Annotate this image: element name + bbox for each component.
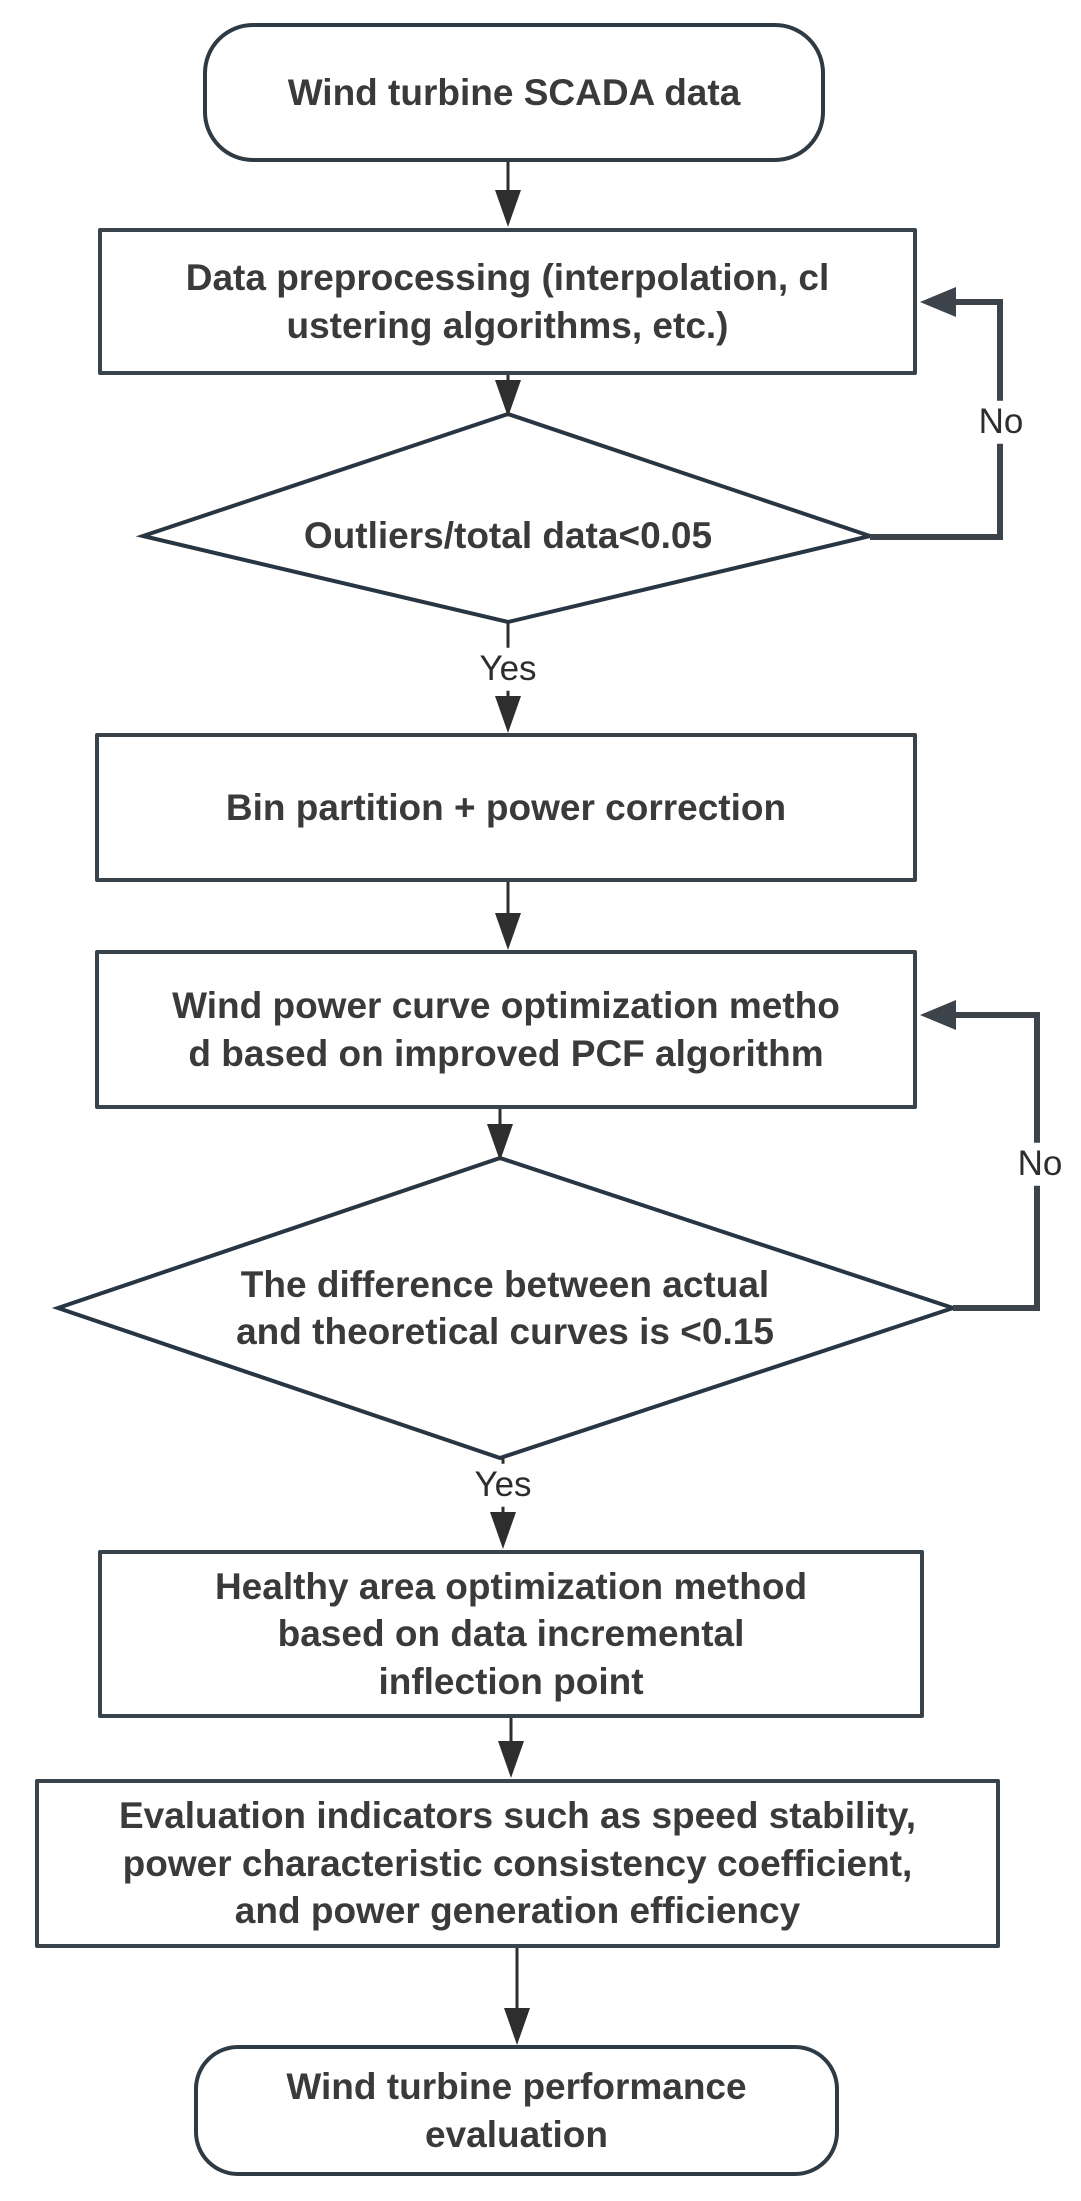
decision-curve-difference-shape [51, 1155, 960, 1461]
arrow-evaluation-to-performance [504, 1948, 530, 2045]
node-data-preprocessing-label: Data preprocessing (interpolation, cl us… [185, 257, 830, 346]
node-wind-turbine-performance-evaluation: Wind turbine performance evaluation [194, 2045, 839, 2176]
node-wind-turbine-performance-evaluation-label: Wind turbine performance evaluation [286, 2066, 747, 2155]
node-bin-partition-power-correction: Bin partition + power correction [95, 733, 917, 882]
node-healthy-area-optimization: Healthy area optimization method based o… [98, 1550, 924, 1718]
node-evaluation-indicators: Evaluation indicators such as speed stab… [35, 1779, 1000, 1948]
node-evaluation-indicators-label: Evaluation indicators such as speed stab… [118, 1795, 917, 1932]
arrow-preprocessing-to-outliers [495, 375, 521, 417]
node-wind-power-curve-optimization-label: Wind power curve optimization metho d ba… [172, 985, 840, 1074]
arrow-curve-optimization-to-difference [487, 1109, 513, 1161]
node-wind-turbine-scada-data: Wind turbine SCADA data [203, 23, 825, 162]
decision-outliers-ratio: Outliers/total data<0.05 [158, 500, 858, 572]
edge-label-yes-1: Yes [472, 647, 544, 691]
arrow-bin-to-curve-optimization [495, 882, 521, 950]
arrow-healthy-area-to-evaluation [498, 1718, 524, 1778]
edge-label-no-1: No [971, 400, 1031, 444]
decision-outliers-ratio-shape [135, 411, 878, 625]
decision-outliers-ratio-label: Outliers/total data<0.05 [303, 515, 713, 557]
node-wind-turbine-scada-data-label: Wind turbine SCADA data [287, 71, 741, 113]
edge-label-no-2: No [1010, 1142, 1070, 1186]
edge-label-yes-2: Yes [467, 1463, 539, 1507]
node-bin-partition-power-correction-label: Bin partition + power correction [225, 786, 787, 828]
decision-curve-difference-label: The difference between actual and theore… [236, 1263, 774, 1352]
node-wind-power-curve-optimization: Wind power curve optimization metho d ba… [95, 950, 917, 1109]
node-data-preprocessing: Data preprocessing (interpolation, cl us… [98, 228, 917, 375]
node-healthy-area-optimization-label: Healthy area optimization method based o… [214, 1565, 808, 1702]
decision-curve-difference: The difference between actual and theore… [105, 1252, 905, 1364]
arrow-scada-to-preprocessing [495, 162, 521, 227]
